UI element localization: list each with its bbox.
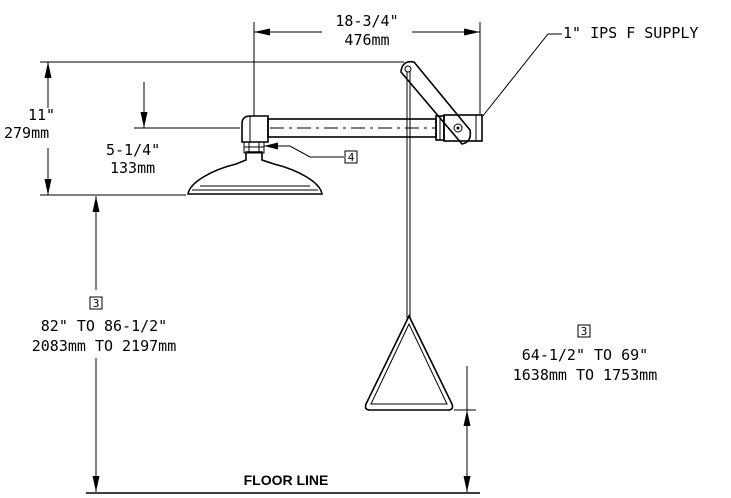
width-dimension: 18-3/4" 476mm: [253, 12, 481, 116]
drop-inch-label: 5-1/4": [106, 141, 160, 159]
floor-line-label: FLOOR LINE: [244, 472, 329, 488]
pull-height-mm-label: 1638mm TO 1753mm: [513, 366, 658, 384]
shower-head: [187, 141, 323, 195]
valve-lever-arm: [400, 60, 472, 145]
head-height-mm-label: 2083mm TO 2197mm: [32, 337, 177, 355]
width-mm-label: 476mm: [344, 31, 389, 49]
floor-line: FLOOR LINE: [86, 472, 480, 494]
drop-dimension: 5-1/4" 133mm: [106, 82, 240, 177]
callout-4-label: 4: [348, 151, 355, 164]
pull-rod: [406, 72, 411, 318]
supply-pipe: [267, 115, 445, 141]
pull-callout-label: 3: [581, 325, 588, 338]
pull-height-dimension: 3 64-1/2" TO 69" 1638mm TO 1753mm: [454, 324, 658, 492]
drop-mm-label: 133mm: [110, 159, 155, 177]
head-callout-label: 3: [93, 297, 100, 310]
stay-open-valve: [443, 114, 483, 142]
head-height-dimension: 3 82" TO 86-1/2" 2083mm TO 2197mm: [32, 196, 177, 492]
height-inch-label: 11": [28, 106, 55, 124]
width-inch-label: 18-3/4": [335, 12, 398, 30]
head-height-inch-label: 82" TO 86-1/2": [41, 317, 167, 335]
supply-label: 1" IPS F SUPPLY: [563, 24, 698, 42]
pull-height-inch-label: 64-1/2" TO 69": [522, 346, 648, 364]
elbow-fitting: [241, 115, 269, 143]
height-mm-label: 279mm: [4, 124, 49, 142]
triangle-pull-handle: [364, 314, 454, 411]
callout-4-leader: 4: [264, 142, 358, 164]
height-dimension: 11" 279mm: [4, 61, 404, 196]
supply-callout: 1" IPS F SUPPLY: [481, 24, 698, 118]
